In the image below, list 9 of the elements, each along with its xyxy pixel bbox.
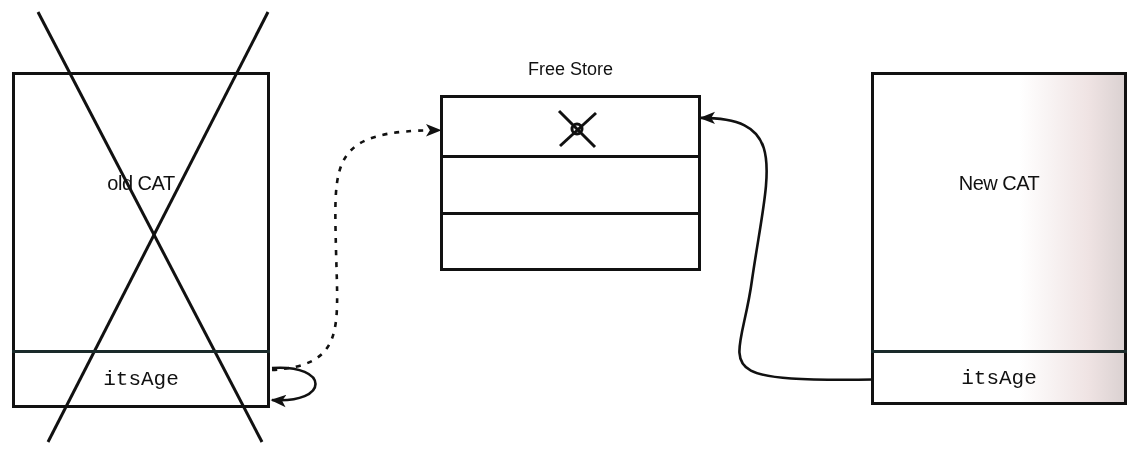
object-box [12,72,270,408]
arrow [271,124,442,372]
object-box [871,72,1127,405]
arrow [699,112,873,381]
heading: Free Store [528,59,613,80]
field-cell: itsAge [12,350,270,408]
arrow [270,366,317,407]
field-cell: itsAge [871,350,1127,405]
object-label: New CAT [957,172,1041,195]
